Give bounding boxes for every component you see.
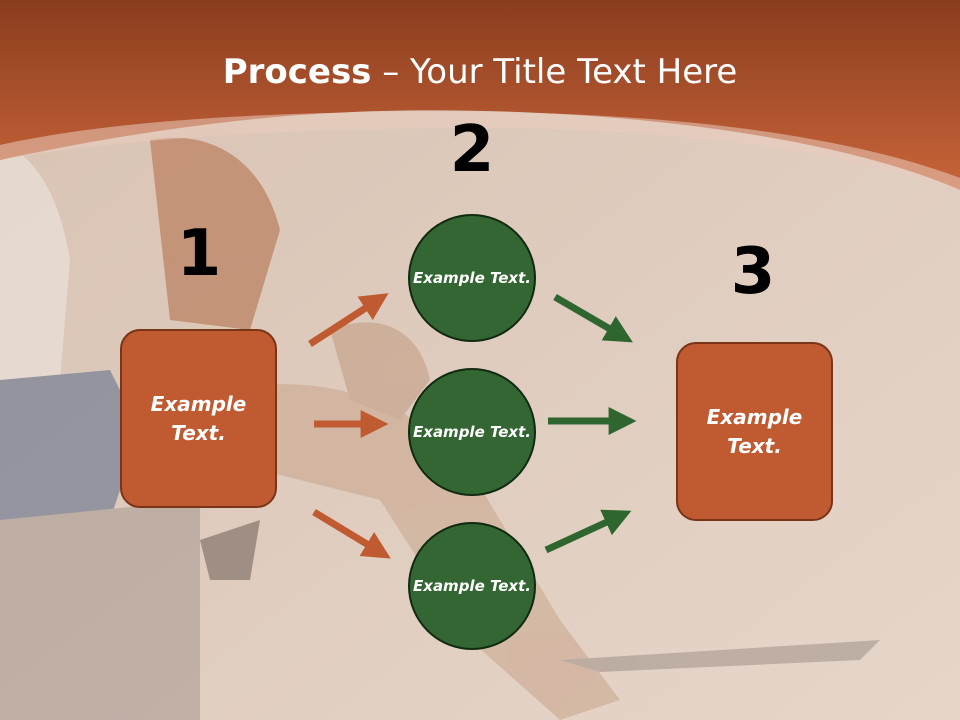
step-1-box: Example Text. (120, 329, 277, 508)
background-photo (0, 137, 880, 720)
title-rest: – Your Title Text Here (371, 52, 738, 92)
step-number-3: 3 (730, 235, 776, 309)
step-2-circle-top-label: Example Text. (413, 268, 531, 287)
step-number-1: 1 (176, 217, 222, 291)
step-1-label: Example Text. (150, 391, 247, 445)
step-2-circle-bottom: Example Text. (408, 522, 536, 650)
step-2-circle-top: Example Text. (408, 214, 536, 342)
step-number-2: 2 (449, 113, 495, 187)
step-3-box: Example Text. (676, 342, 833, 521)
step-2-circle-bottom-label: Example Text. (413, 576, 531, 595)
step-3-label: Example Text. (706, 404, 803, 458)
slide-title: Process – Your Title Text Here (0, 52, 960, 92)
step-2-circle-middle: Example Text. (408, 368, 536, 496)
title-bold: Process (222, 52, 372, 92)
step-2-circle-middle-label: Example Text. (413, 422, 531, 441)
